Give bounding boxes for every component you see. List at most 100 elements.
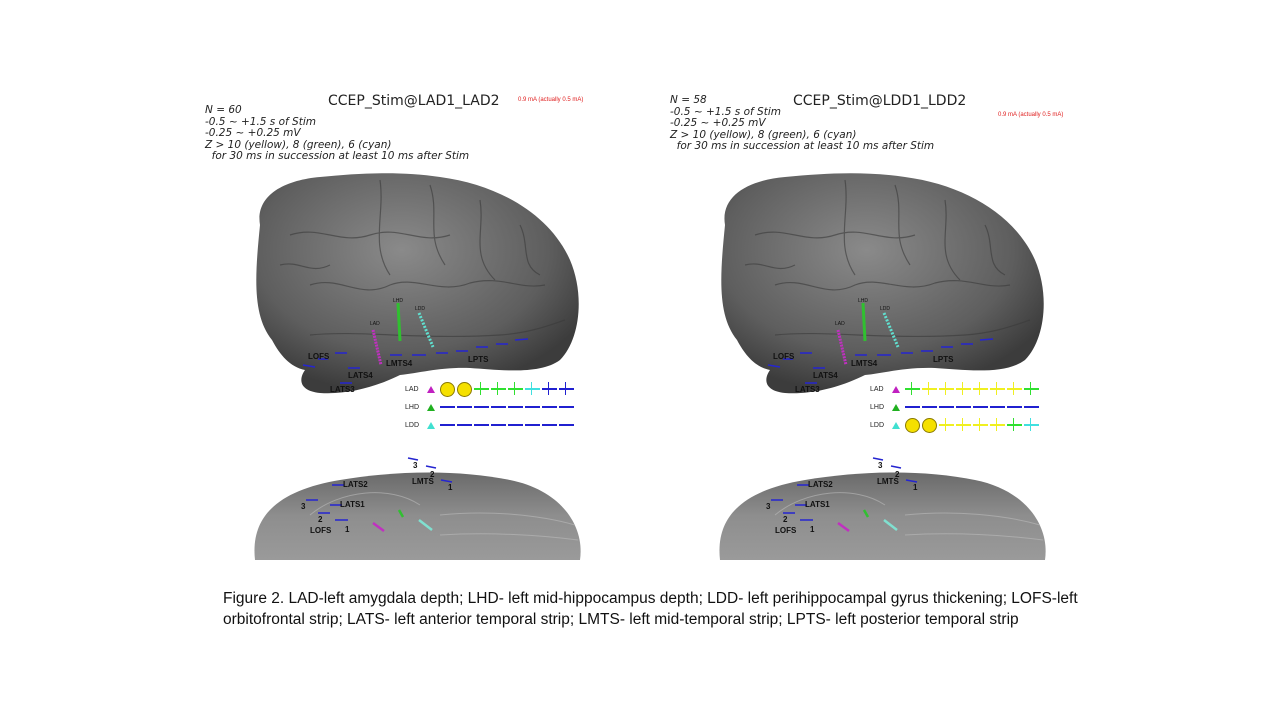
legend-cell (473, 417, 489, 433)
response-legend: LAD LHD LDD (405, 380, 575, 434)
legend-cell (490, 399, 506, 415)
electrode-label: LAD (835, 321, 845, 327)
response-trace (558, 424, 574, 426)
legend-cell (1023, 417, 1039, 433)
legend-cell (1006, 381, 1022, 397)
response-trace (921, 383, 937, 394)
stimulation-current-note: 0.9 mA (actually 0.5 mA) (518, 97, 584, 103)
legend-cell (490, 381, 506, 397)
response-trace (439, 424, 455, 426)
legend-cell (524, 399, 540, 415)
electrode-label: LDD (880, 306, 891, 312)
legend-row-label: LHD (870, 403, 885, 411)
response-trace (541, 406, 557, 408)
electrode-number: 1 (448, 483, 453, 492)
electrode-number: 1 (913, 483, 918, 492)
info-line: Z > 10 (yellow), 8 (green), 6 (cyan) (205, 138, 392, 151)
info-line: -0.5 ~ +1.5 s of Stim (670, 105, 781, 118)
legend-cell (541, 417, 557, 433)
electrode-label: LATS4 (348, 371, 373, 380)
stimulation-current-note: 0.9 mA (actually 0.5 mA) (998, 112, 1064, 118)
response-trace (524, 383, 540, 394)
electrode-label: LMTS (877, 477, 899, 486)
electrode-number: 2 (783, 515, 788, 524)
legend-cell (439, 417, 455, 433)
electrode-label: LPTS (933, 355, 954, 364)
legend-cell (558, 381, 574, 397)
legend-cell (439, 399, 455, 415)
legend-cell (955, 399, 971, 415)
parameters-info: N = 60 -0.5 ~ +1.5 s of Stim -0.25 ~ +0.… (205, 104, 469, 163)
electrode-label: LATS1 (340, 500, 365, 509)
legend-cell (507, 381, 523, 397)
info-line: -0.25 ~ +0.25 mV (670, 117, 766, 129)
legend-cell (541, 381, 557, 397)
electrode-number: 2 (895, 470, 900, 479)
response-trace (938, 419, 954, 430)
electrode-label: LATS2 (808, 480, 833, 489)
response-trace (456, 406, 472, 408)
legend-cell (921, 381, 937, 397)
strip-electrode-traces (302, 338, 529, 521)
legend-cell (1006, 399, 1022, 415)
response-trace (955, 419, 971, 430)
legend-row: LHD (405, 398, 575, 416)
legend-row-label: LAD (405, 385, 419, 393)
legend-row-label: LDD (405, 421, 420, 429)
inferior-brain (254, 472, 581, 560)
lhd-electrode (396, 302, 402, 342)
response-trace (524, 424, 540, 426)
legend-row: LAD (870, 380, 1040, 398)
strong-response-circle (921, 417, 937, 433)
legend-cell (541, 399, 557, 415)
triangle-marker-icon (427, 403, 435, 411)
response-trace (507, 424, 523, 426)
parameters-info: N = 58 -0.5 ~ +1.5 s of Stim -0.25 ~ +0.… (670, 94, 934, 153)
legend-row: LDD (405, 416, 575, 434)
legend-cell (989, 381, 1005, 397)
legend-cell (938, 381, 954, 397)
brain-renderings (719, 173, 1046, 560)
legend-cell (1006, 417, 1022, 433)
electrode-number: 3 (766, 502, 771, 511)
electrode-label: LATS2 (343, 480, 368, 489)
figure-panel-ldd-stim: CCEP_Stim@LDD1_LDD2 0.9 mA (actually 0.5… (665, 85, 1085, 565)
legend-cell (921, 417, 937, 433)
electrode-label: LOFS (775, 526, 797, 535)
electrode-number: 2 (430, 470, 435, 479)
legend-cell (1023, 381, 1039, 397)
info-line: N = 60 (205, 104, 242, 116)
response-trace (507, 383, 523, 394)
legend-cell (456, 417, 472, 433)
response-trace (1023, 419, 1039, 430)
legend-cell (473, 399, 489, 415)
info-line: N = 58 (670, 94, 707, 106)
electrode-label: LHD (858, 298, 869, 304)
legend-cell (473, 381, 489, 397)
electrode-label: LMTS (412, 477, 434, 486)
response-trace (904, 383, 920, 394)
electrode-label: LOFS (308, 352, 330, 361)
figure-panel-title: CCEP_Stim@LAD1_LAD2 (328, 93, 500, 109)
response-trace (989, 406, 1005, 408)
electrode-label: LHD (393, 298, 404, 304)
legend-row-label: LAD (870, 385, 884, 393)
response-trace (989, 383, 1005, 394)
response-trace (490, 406, 506, 408)
electrode-label: LOFS (310, 526, 332, 535)
figure-caption: Figure 2. LAD-left amygdala depth; LHD- … (223, 590, 1078, 628)
legend-cell (524, 417, 540, 433)
ldd-electrode (882, 312, 900, 348)
response-trace (558, 406, 574, 408)
legend-cell (490, 417, 506, 433)
figure-panel-title: CCEP_Stim@LDD1_LDD2 (793, 93, 967, 109)
legend-cell (938, 399, 954, 415)
electrode-label: LDD (415, 306, 426, 312)
inferior-brain (719, 472, 1046, 560)
response-trace (972, 383, 988, 394)
response-trace (490, 383, 506, 394)
legend-cell (972, 417, 988, 433)
response-trace (473, 383, 489, 394)
electrode-label: LMTS4 (851, 359, 878, 368)
